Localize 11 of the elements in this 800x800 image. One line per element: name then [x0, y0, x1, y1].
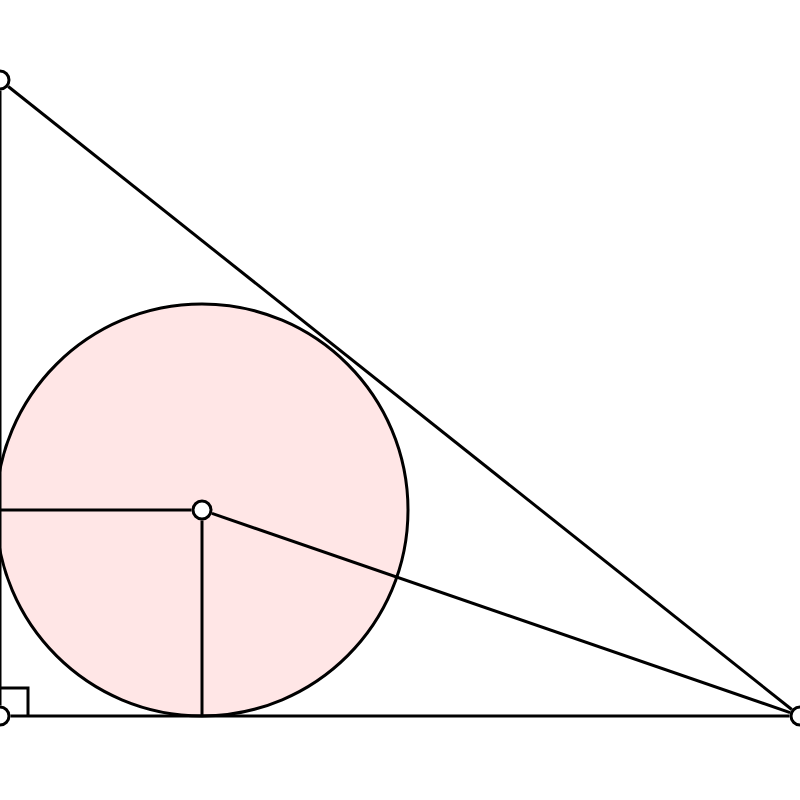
point-marker [0, 69, 11, 91]
radius-line [200, 520, 204, 716]
point-marker [0, 705, 11, 727]
radius-line [0, 508, 192, 512]
segment [211, 512, 791, 714]
triangle-side [10, 714, 790, 718]
incircle [0, 302, 410, 718]
triangle-side [0, 90, 2, 706]
point-marker [191, 499, 213, 521]
point-marker [789, 705, 800, 727]
triangle-side [7, 85, 793, 711]
